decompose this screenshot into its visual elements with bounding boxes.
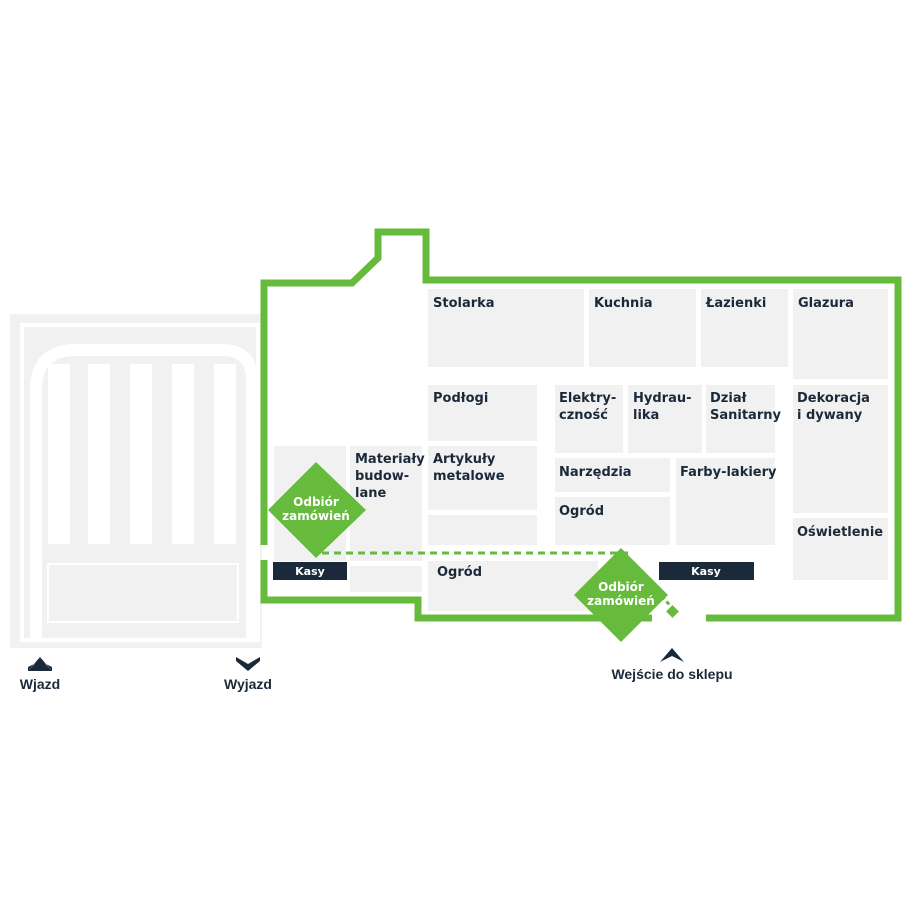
pickup-right-line-1: Odbiór [598,580,644,594]
label-dekoracja-2: i dywany [797,408,863,423]
label-elektrycznosc-2: czność [559,408,608,423]
label-materialy-1: Materiały [355,452,425,467]
dept-artykuly-lower [428,515,537,545]
wyjazd-marker: Wyjazd [224,657,272,692]
label-lazienki: Łazienki [705,296,766,311]
store-entrance-marker [666,605,679,618]
dept-ogrod-inner[interactable] [555,497,670,545]
dept-glazura[interactable] [793,289,888,379]
dept-farby-lakiery[interactable] [676,458,775,545]
label-stolarka: Stolarka [433,296,495,311]
label-oswietlenie: Oświetlenie [797,525,883,540]
diamond-icon [574,548,668,642]
wyjazd-label: Wyjazd [224,676,272,692]
pickup-right-line-2: zamówień [587,594,655,608]
dept-ogrod-outer[interactable] [428,561,598,611]
label-materialy-3: lane [355,486,386,501]
dept-materialy-budowlane[interactable] [350,446,422,561]
department-labels: Stolarka Kuchnia Łazienki Glazura Podłog… [355,296,883,580]
parking-space [130,364,152,544]
wjazd-marker: Wjazd [20,657,60,692]
dept-podlogi[interactable] [428,385,537,441]
label-glazura: Glazura [798,296,854,311]
dept-lazienki[interactable] [701,289,788,367]
dept-dekoracja[interactable] [793,385,888,513]
dept-stolarka[interactable] [428,289,584,367]
checkout-right[interactable]: Kasy [659,562,754,580]
wjazd-label: Wjazd [20,676,60,692]
checkout-left-label: Kasy [295,565,325,578]
pickup-left-line-2: zamówień [282,509,350,523]
parking-lower-area [47,563,239,623]
dept-dzial-sanitarny[interactable] [706,385,775,453]
checkout-right-label: Kasy [691,565,721,578]
label-ogrod-outer: Ogród [437,565,482,580]
label-dzial-sanitarny-2: Sanitarny [710,408,781,423]
label-hydraulika-1: Hydrau- [633,391,692,406]
label-dzial-sanitarny-1: Dział [710,391,748,406]
label-ogrod-inner: Ogród [559,504,604,519]
parking-area [10,314,262,648]
parking-space [48,364,70,544]
label-narzedzia: Narzędzia [559,465,632,480]
label-podlogi: Podłogi [433,391,488,406]
department-blocks [274,289,888,611]
dept-artykuly-metalowe[interactable] [428,446,537,510]
parking-space [172,364,194,544]
dept-bottom-block [350,566,422,592]
parking-space [214,364,236,544]
dept-hydraulika[interactable] [628,385,702,453]
label-farby-lakiery: Farby-lakiery [680,465,777,480]
pickup-left[interactable]: Odbiór zamówień [268,462,366,558]
parking-space [88,364,110,544]
label-hydraulika-2: lika [633,408,659,423]
label-materialy-2: budow- [355,469,409,484]
store-entrance: Wejście do sklepu [611,648,733,682]
diamond-icon [268,462,366,558]
label-elektrycznosc-1: Elektry- [559,391,616,406]
dept-narzedzia[interactable] [555,458,670,492]
label-kuchnia: Kuchnia [594,296,653,311]
chevron-down-icon [236,657,260,671]
label-dekoracja-1: Dekoracja [797,391,870,406]
store-entrance-label: Wejście do sklepu [611,666,732,682]
pickup-left-line-1: Odbiór [293,495,339,509]
dept-kuchnia[interactable] [589,289,696,367]
checkout-left[interactable]: Kasy [273,562,347,580]
chevron-up-icon [660,648,684,662]
store-outline [260,228,902,622]
label-artykuly-2: metalowe [433,469,505,484]
dept-oswietlenie[interactable] [793,518,888,580]
pickup-right[interactable]: Odbiór zamówień [574,548,668,642]
label-artykuly-1: Artykuły [433,452,496,467]
dept-elektrycznosc[interactable] [555,385,623,453]
